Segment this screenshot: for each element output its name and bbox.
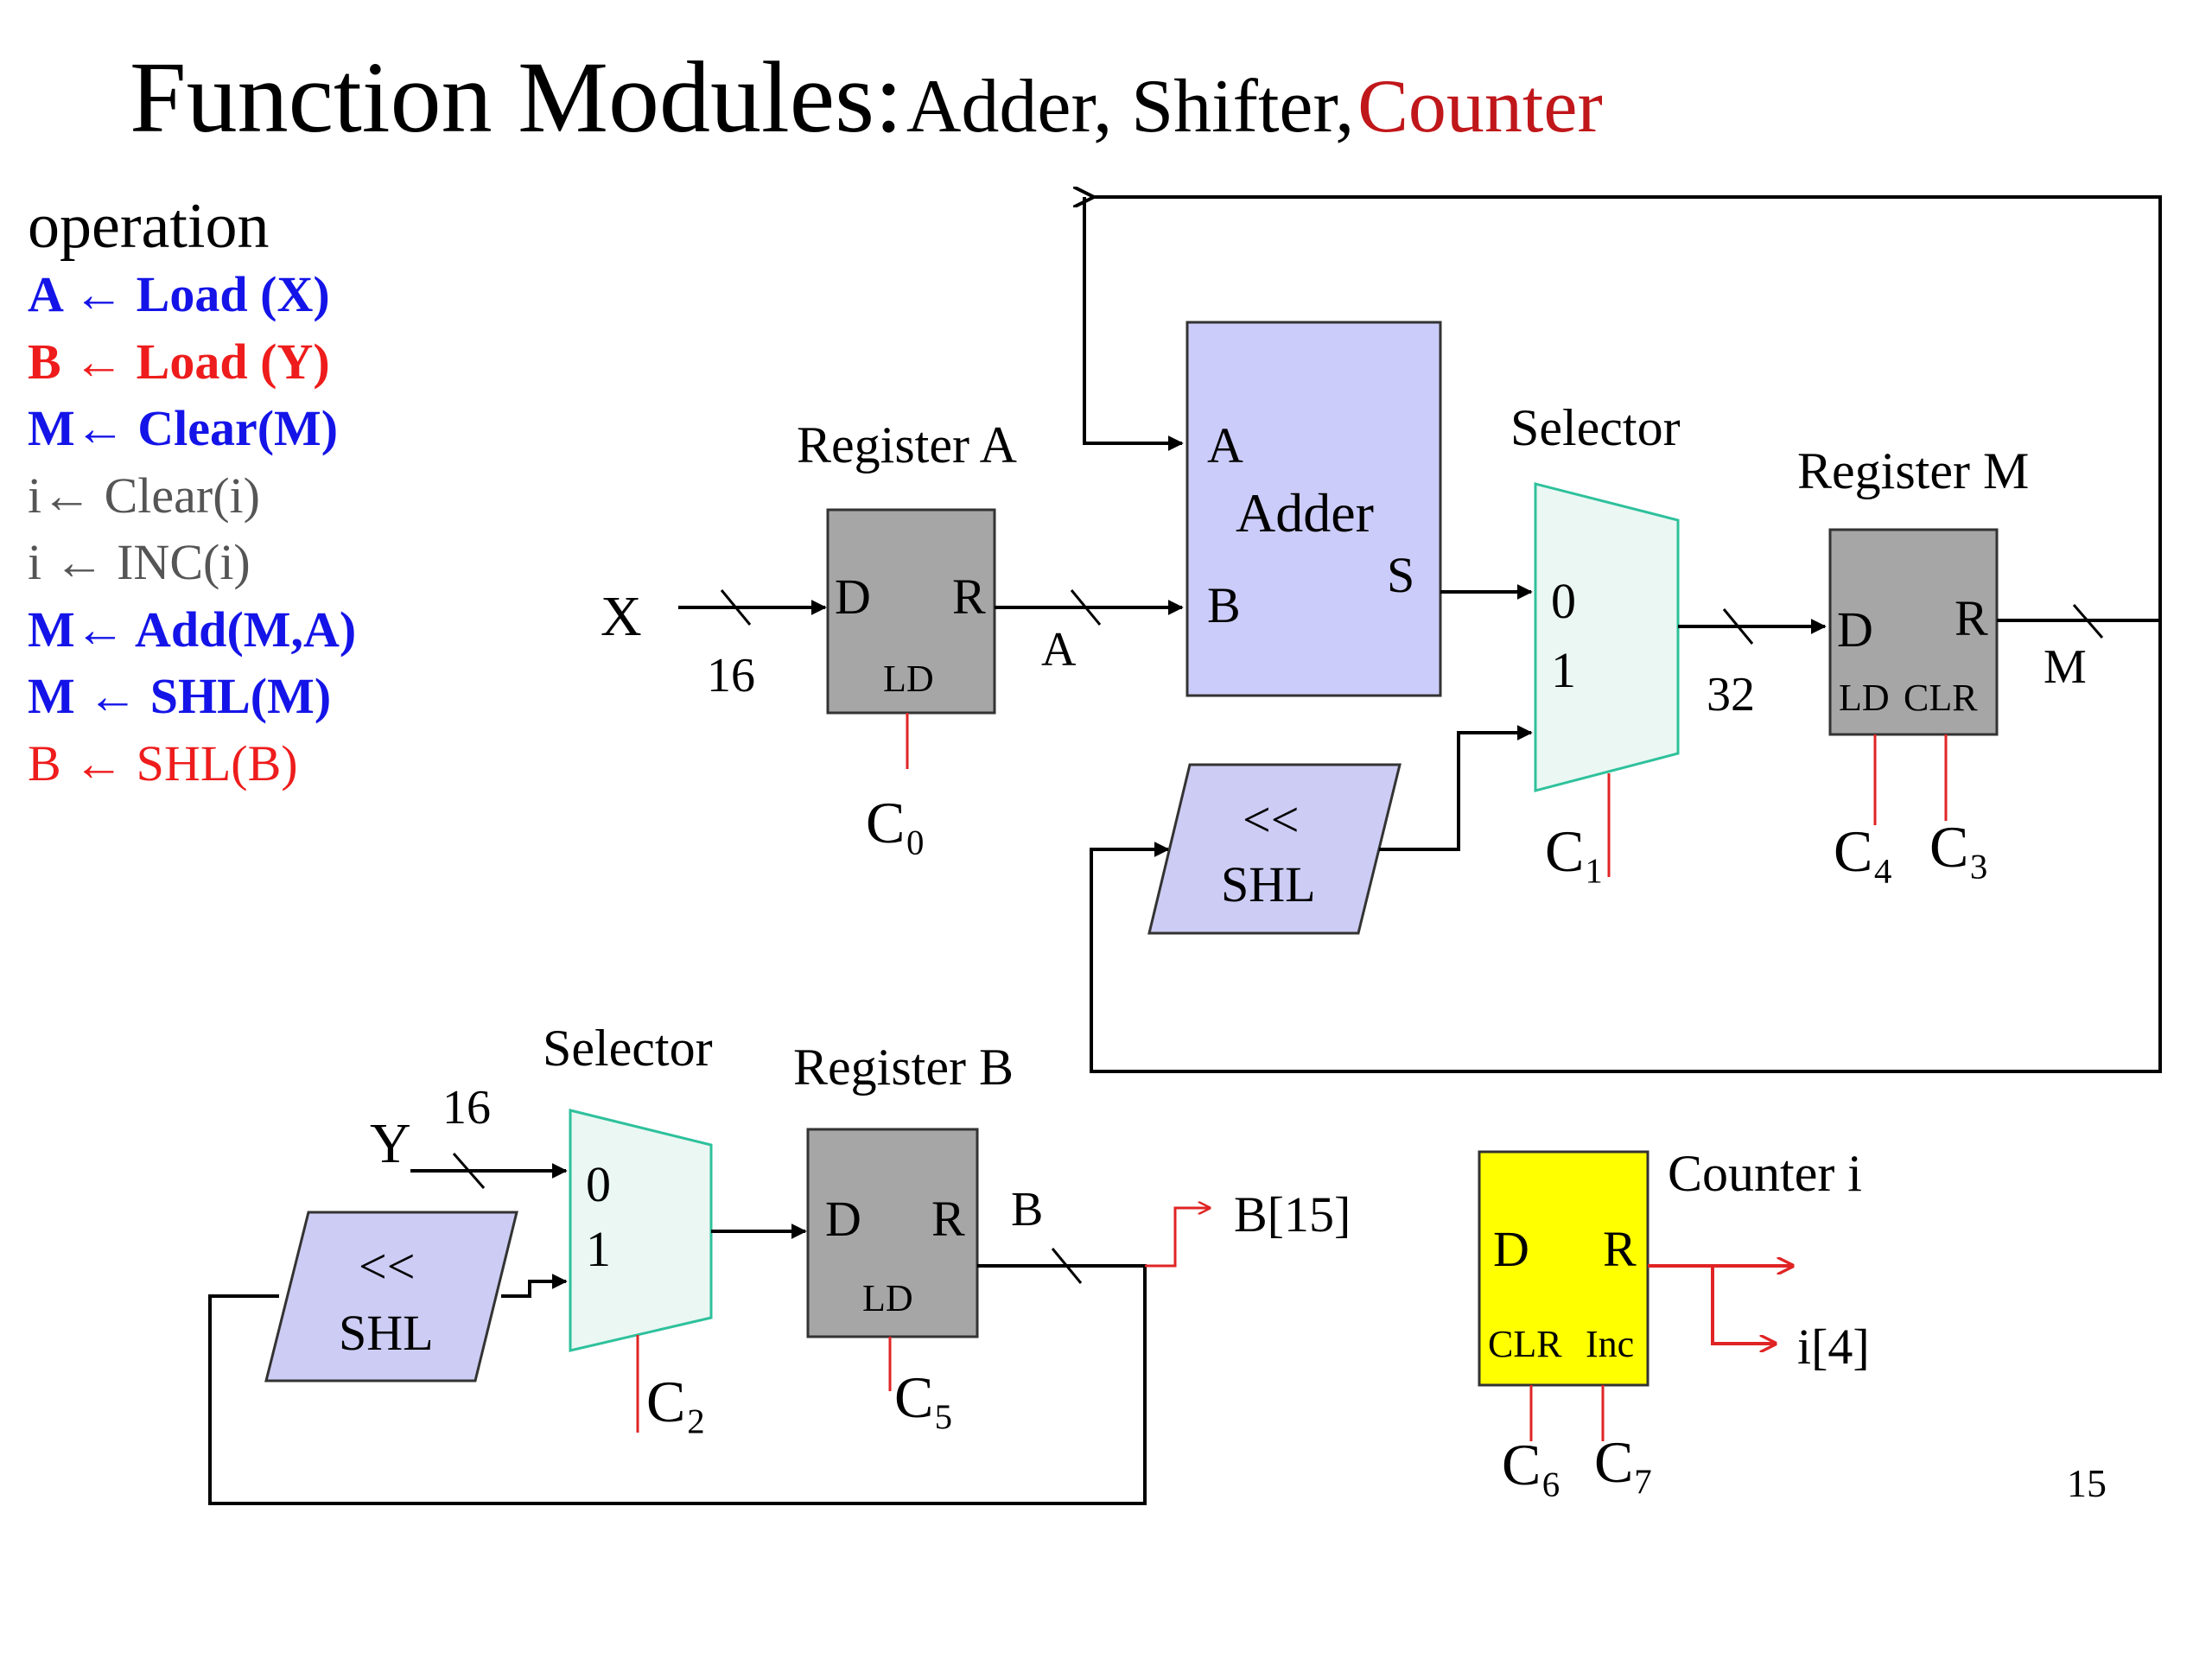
b-output-label: B: [1011, 1183, 1043, 1236]
selector-top-label: Selector: [1510, 399, 1681, 456]
a-output-label: A: [1041, 623, 1077, 677]
shl-top-symbol: <<: [1243, 791, 1299, 848]
register-a: Register A D R LD C₀: [797, 416, 1017, 855]
register-b-ld-port: LD: [862, 1277, 913, 1319]
adder-in-a: A: [1207, 417, 1243, 474]
c0-label: C₀: [866, 790, 925, 855]
adder-box: [1185, 321, 1442, 697]
counter-r-port: R: [1603, 1221, 1637, 1277]
y-bus-slash: [452, 1153, 486, 1189]
counter-inc-port: Inc: [1586, 1323, 1634, 1365]
c6-label: C₆: [1502, 1432, 1561, 1497]
operation-item: i← Clear(i): [28, 467, 260, 524]
m-bus-slash: [1722, 608, 1754, 645]
c3-label: C₃: [1929, 814, 1989, 880]
register-a-label: Register A: [797, 416, 1017, 474]
adder-a-input-wire: [1083, 197, 1184, 451]
selector-bottom: Selector 0 1 C₂: [543, 1020, 713, 1434]
selector-top: Selector 0 1 C₁: [1510, 399, 1681, 884]
adder-in-b: B: [1207, 577, 1241, 633]
adder-label: Adder: [1236, 482, 1374, 543]
operation-item: B ← SHL(B): [28, 734, 298, 791]
x-bus-width: 16: [707, 649, 755, 702]
register-b-d-port: D: [825, 1191, 861, 1247]
operation-item: M← Clear(M): [28, 400, 339, 456]
shl-top-label: SHL: [1221, 856, 1316, 912]
register-m-box: [1828, 528, 1999, 736]
i4-label: i[4]: [1797, 1319, 1870, 1375]
b15-tap-wire: [1145, 1208, 1210, 1268]
adder: Adder A B S: [1185, 321, 1442, 697]
shl-bottom-symbol: <<: [359, 1238, 415, 1294]
title-sub: Adder, Shifter,: [906, 65, 1355, 149]
counter-label: Counter i: [1668, 1145, 1862, 1202]
slide-title: Function Modules: Adder, Shifter, Counte…: [130, 39, 1603, 156]
register-b-feedback-wire: [208, 1264, 1147, 1505]
shl-bottom-label: SHL: [339, 1305, 434, 1361]
c2-label: C₂: [646, 1369, 706, 1434]
register-a-r-port: R: [952, 569, 986, 625]
operation-list: operation A ← Load (X) B ← Load (Y) M← C…: [28, 192, 356, 797]
register-m: Register M D R LD CLR C₄ C₃: [1797, 442, 2029, 884]
adder-out-s: S: [1387, 547, 1414, 603]
c1-label: C₁: [1545, 818, 1605, 884]
selector-bottom-label: Selector: [543, 1020, 713, 1077]
operation-item: M ← SHL(M): [28, 668, 332, 724]
m-bus-width: 32: [1707, 668, 1755, 721]
a-bus-slash: [1070, 589, 1102, 626]
selector-bottom-shape: [569, 1109, 713, 1352]
shl-bottom-shape: [264, 1211, 518, 1382]
c7-label: C₇: [1594, 1429, 1654, 1495]
register-b-box: [806, 1128, 979, 1338]
shl-bottom-output-wire: [501, 1274, 568, 1298]
operation-item: M← Add(M,A): [28, 601, 357, 658]
m-output-label: M: [2044, 640, 2087, 694]
y-bus-width: 16: [442, 1081, 491, 1135]
shl-top-shape: [1147, 763, 1402, 935]
counter-clr-port: CLR: [1488, 1323, 1562, 1365]
register-m-d-port: D: [1837, 601, 1873, 658]
shl-top: << SHL: [1147, 763, 1402, 935]
register-b-label: Register B: [793, 1039, 1014, 1096]
title-highlight: Counter: [1357, 65, 1603, 149]
register-m-ld-port: LD: [1839, 677, 1890, 719]
counter-d-port: D: [1493, 1221, 1529, 1277]
m-out-slash: [2072, 604, 2104, 639]
selector-top-shape: [1534, 482, 1680, 792]
b15-label: B[15]: [1234, 1186, 1351, 1243]
i4-tap-wire: [1711, 1266, 1776, 1344]
register-b: Register B D R LD C₅: [793, 1039, 1014, 1430]
b-bus-slash: [1051, 1248, 1083, 1284]
selector-bottom-in1: 1: [586, 1221, 611, 1277]
x-input-label: X: [601, 585, 642, 648]
x-bus-slash: [720, 589, 752, 626]
register-a-box: [826, 508, 996, 715]
selector-bottom-in0: 0: [586, 1156, 611, 1212]
operation-item: i ← INC(i): [28, 534, 251, 590]
shl-top-output-wire: [1379, 725, 1533, 851]
operation-item: A ← Load (X): [28, 266, 330, 322]
register-m-clr-port: CLR: [1904, 677, 1978, 719]
register-m-r-port: R: [1955, 590, 1988, 646]
operation-item: B ← Load (Y): [28, 333, 330, 390]
register-b-r-port: R: [931, 1191, 965, 1247]
y-input-label: Y: [370, 1112, 411, 1175]
selector-top-in1: 1: [1551, 642, 1576, 698]
c5-label: C₅: [894, 1364, 954, 1430]
operation-heading: operation: [28, 191, 270, 262]
m-shl-feedback-wire: [1090, 620, 2162, 1073]
register-a-ld-port: LD: [883, 658, 934, 700]
selector-top-in0: 0: [1551, 573, 1576, 629]
counter-box: [1478, 1150, 1649, 1387]
m-feedback-wire: [1090, 197, 2162, 620]
register-m-label: Register M: [1797, 442, 2029, 499]
shl-bottom: << SHL: [264, 1211, 518, 1382]
register-a-d-port: D: [835, 569, 871, 625]
title-main: Function Modules:: [130, 41, 903, 154]
page-number: 15: [2067, 1461, 2107, 1505]
counter-i: Counter i D R CLR Inc C₆ C₇: [1478, 1145, 1862, 1497]
c4-label: C₄: [1834, 818, 1893, 884]
